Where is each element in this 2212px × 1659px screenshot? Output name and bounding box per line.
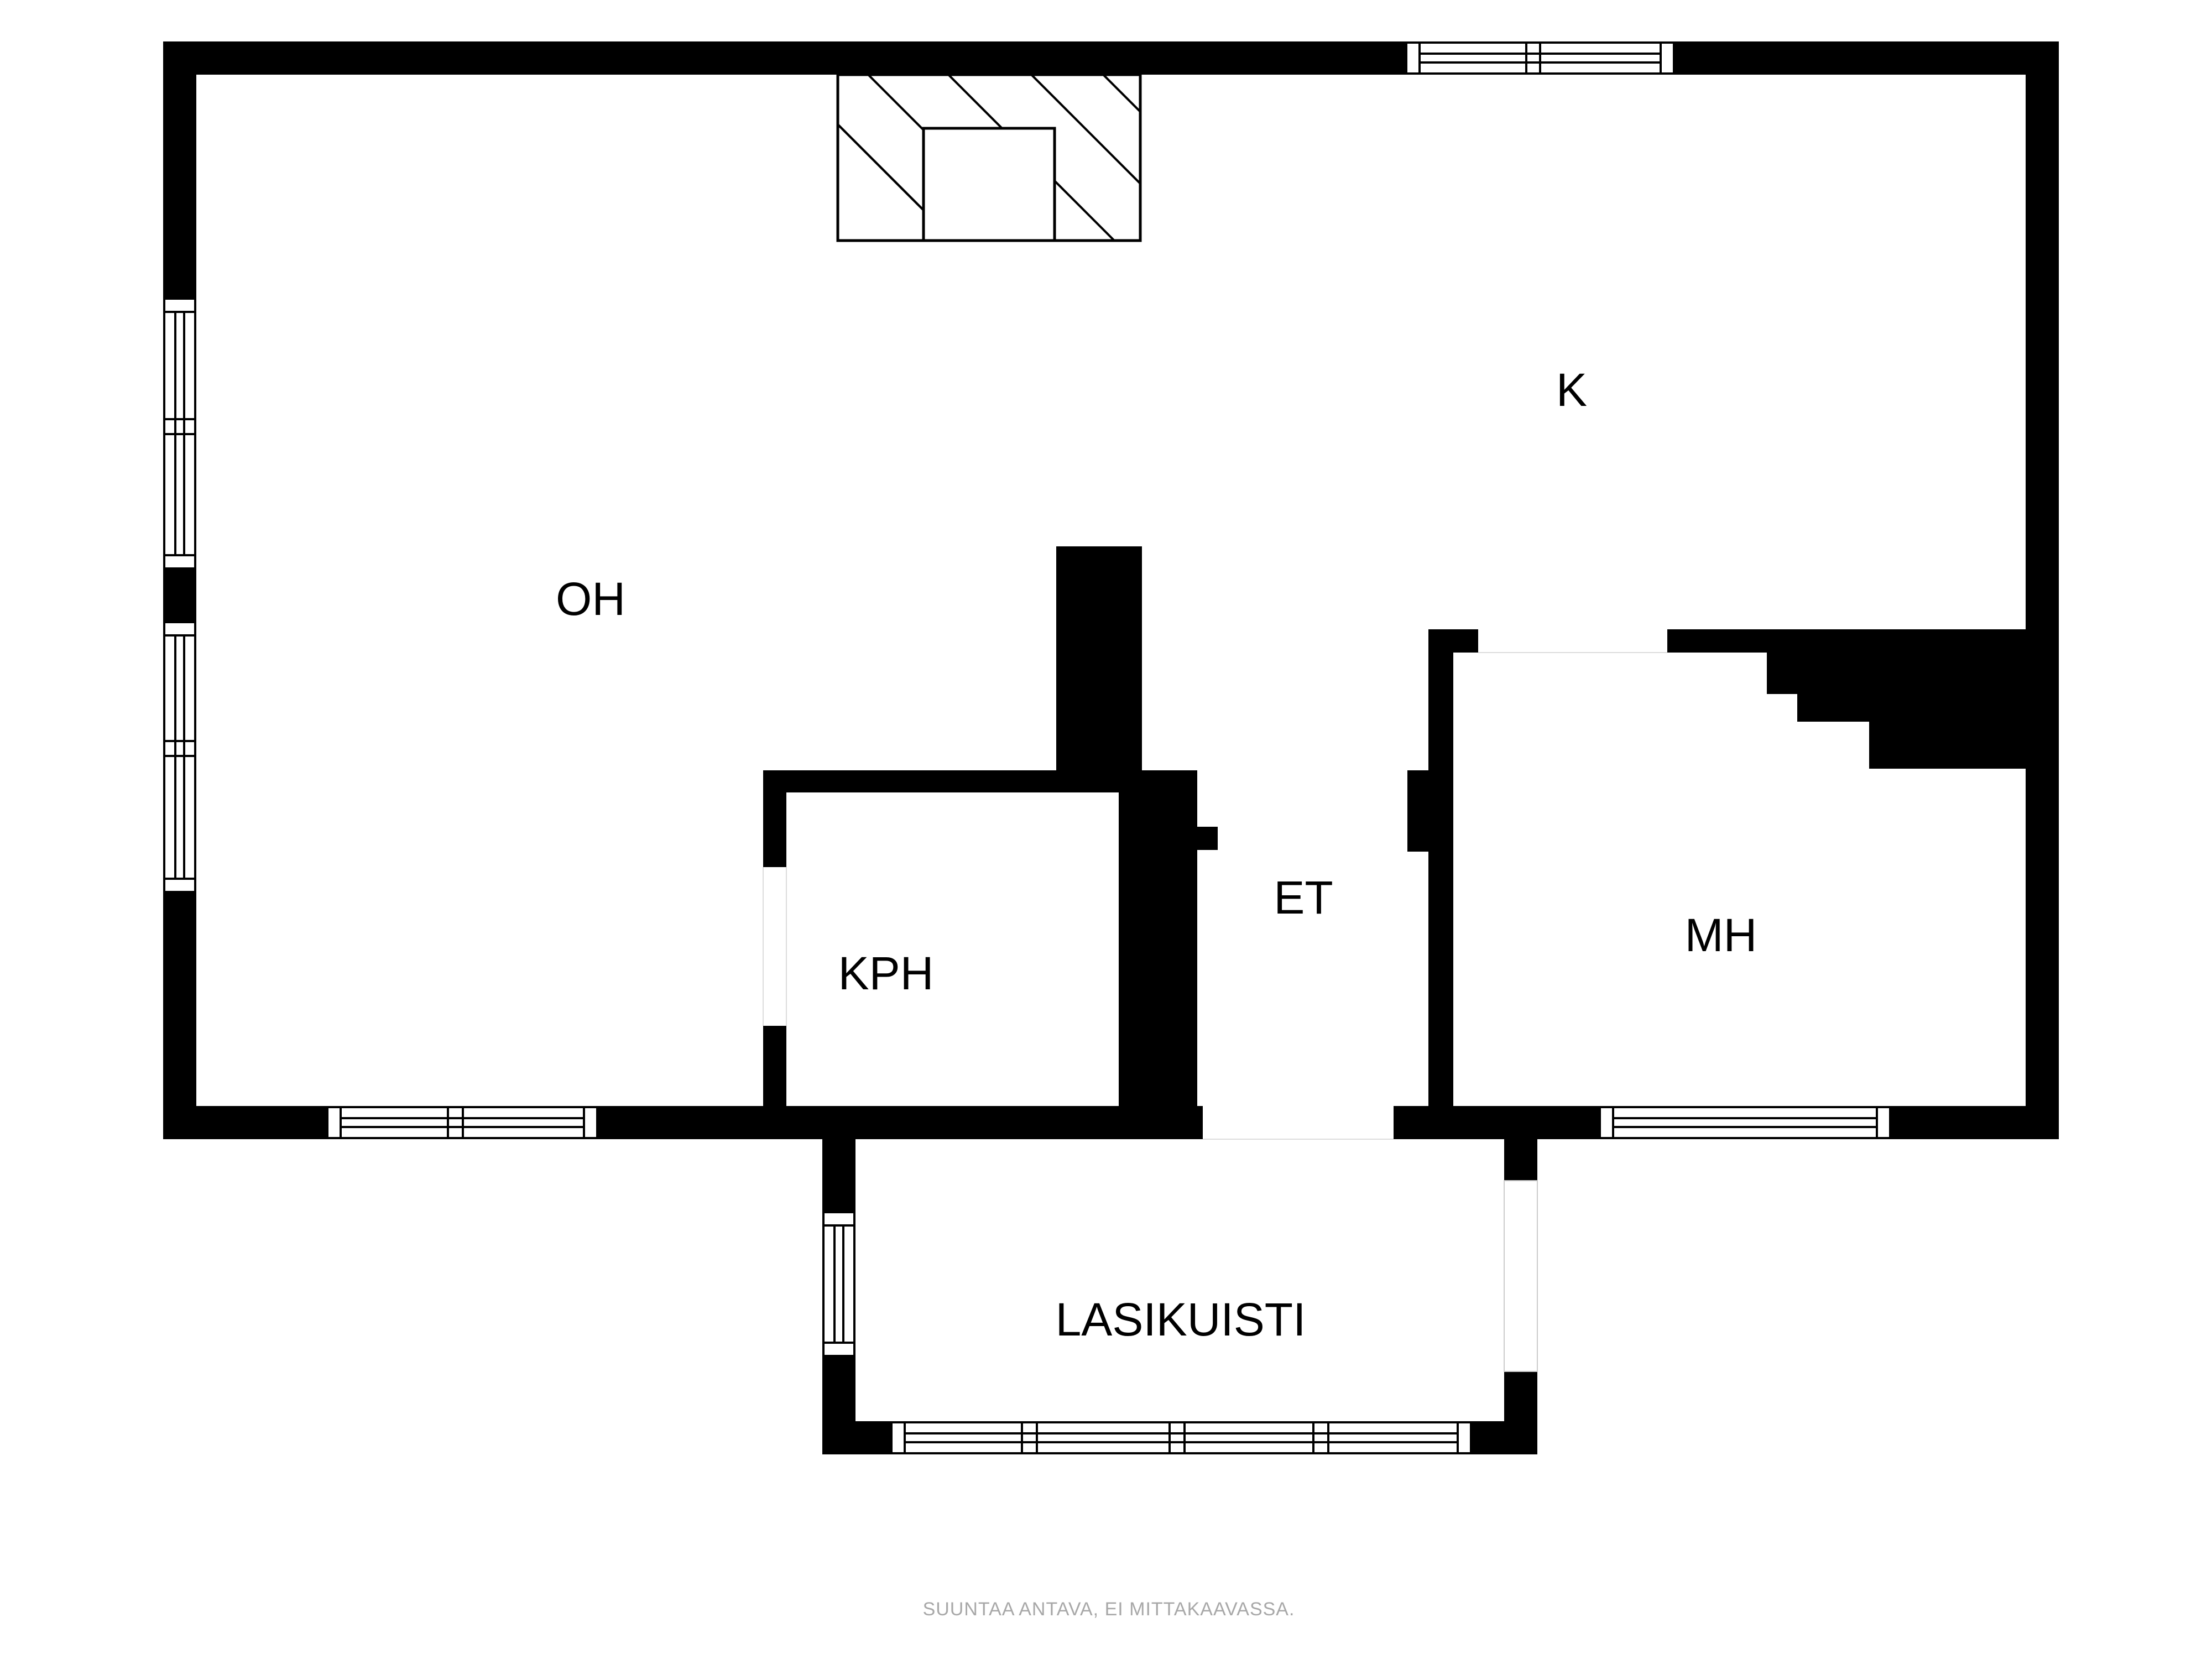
room-labels: OH K KPH ET MH LASIKUISTI bbox=[556, 364, 1757, 1345]
window-icon bbox=[163, 298, 196, 570]
wall-mh-left bbox=[1428, 629, 1453, 1139]
room-label-et: ET bbox=[1274, 872, 1333, 924]
porch-wall-right-lower bbox=[1504, 1371, 1537, 1454]
window-icon bbox=[1599, 1106, 1891, 1139]
window-icon bbox=[890, 1421, 1472, 1454]
wall-right bbox=[2026, 41, 2059, 1139]
room-label-k: K bbox=[1556, 364, 1587, 416]
wall-kph-left-upper bbox=[763, 770, 786, 867]
wall-kph-right bbox=[1119, 770, 1197, 1135]
windows bbox=[163, 41, 1891, 1454]
door-openings bbox=[763, 652, 1667, 1140]
wall-top bbox=[163, 41, 2058, 75]
room-label-oh: OH bbox=[556, 573, 625, 625]
room-label-kph: KPH bbox=[838, 947, 934, 999]
wall-mh-left-nub bbox=[1407, 770, 1430, 852]
wall-mh-top-left bbox=[1428, 629, 1478, 653]
porch-wall-right-upper bbox=[1504, 1136, 1537, 1181]
room-label-lasikuisti: LASIKUISTI bbox=[1056, 1293, 1306, 1345]
window-icon bbox=[822, 1211, 855, 1357]
wall-kph-left-lower bbox=[763, 1026, 786, 1136]
window-icon bbox=[163, 621, 196, 893]
window-icon bbox=[326, 1106, 598, 1139]
wall-bottom-left bbox=[163, 1106, 1203, 1139]
wall-kph-nub bbox=[1194, 827, 1218, 850]
scale-disclaimer: SUUNTAA ANTAVA, EI MITTAKAAVASSA. bbox=[923, 1599, 1295, 1620]
fireplace-icon bbox=[836, 73, 1142, 242]
porch-opening bbox=[1504, 1180, 1538, 1372]
wall-column bbox=[1056, 546, 1142, 773]
stairs-icon bbox=[1667, 629, 2059, 769]
wall-left bbox=[163, 41, 196, 1139]
room-label-mh: MH bbox=[1685, 909, 1757, 961]
window-icon bbox=[1405, 41, 1675, 75]
